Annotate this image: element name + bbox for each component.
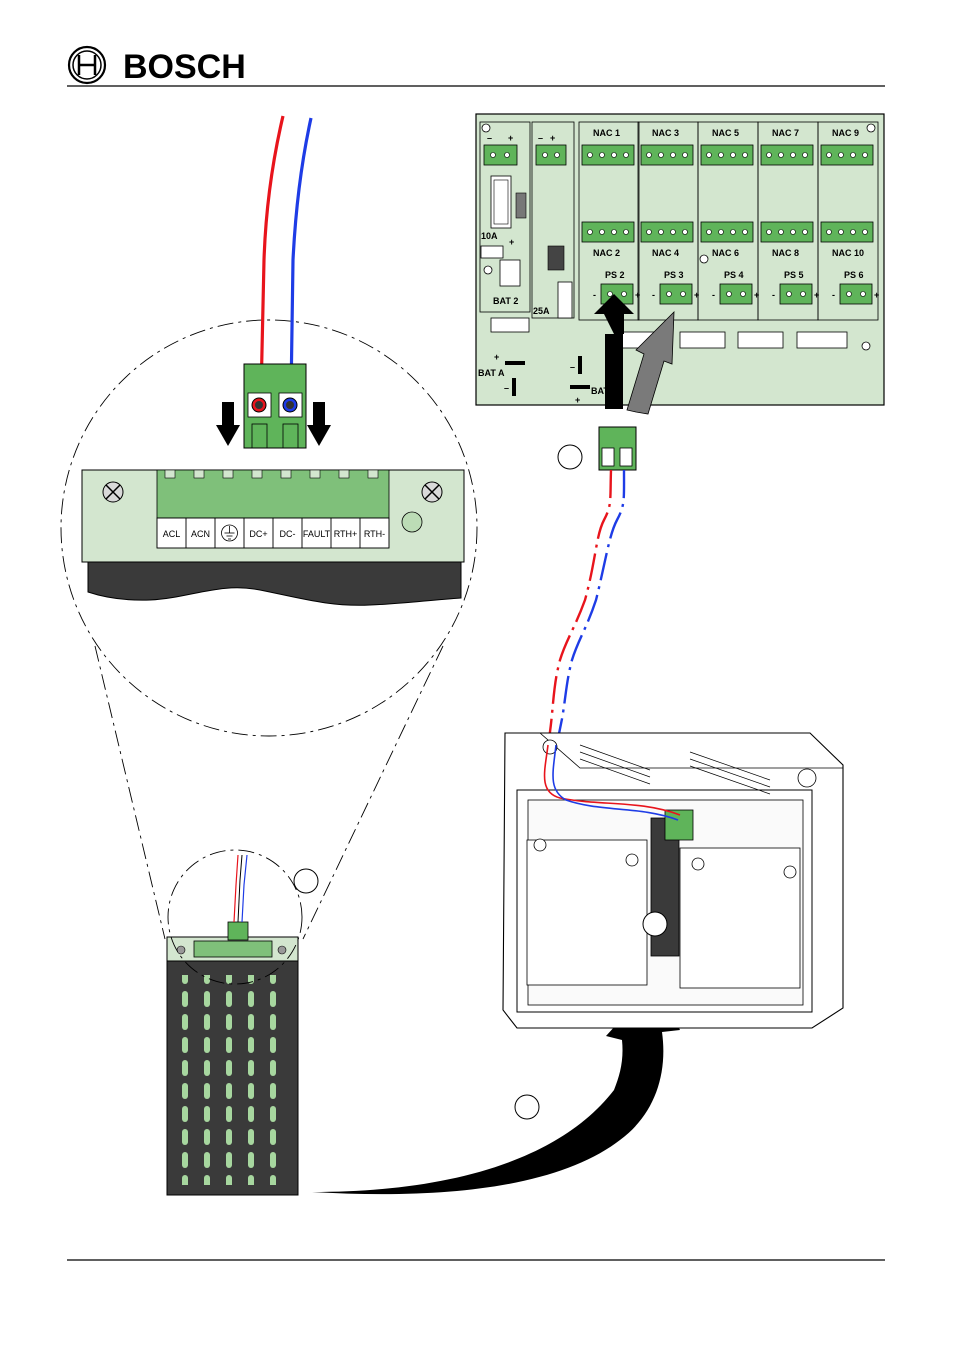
svg-text:-: - [832, 290, 835, 300]
led-indicator [402, 512, 422, 532]
svg-text:+: + [494, 352, 499, 362]
svg-text:+: + [508, 133, 513, 143]
ps-label: PS 2 [605, 270, 625, 280]
nac-top-label: NAC 1 [593, 128, 620, 138]
nac-bottom-connector [821, 222, 873, 242]
svg-text:+: + [509, 237, 514, 247]
svg-text:+: + [694, 290, 699, 300]
nac-top-connector [582, 145, 634, 165]
svg-text:-: - [593, 290, 596, 300]
terminal-plug [244, 364, 306, 448]
nac-bottom-label: NAC 4 [652, 248, 679, 258]
terminal-label: DC+ [249, 529, 267, 539]
nac-bottom-connector [582, 222, 634, 242]
terminal-label: RTH+ [334, 529, 358, 539]
terminal-label: ACN [191, 529, 210, 539]
step-marker-4 [643, 912, 667, 936]
enclosure [503, 733, 843, 1028]
down-arrow-left [216, 402, 240, 446]
bat2-label: BAT 2 [493, 296, 518, 306]
connector-plug [599, 427, 636, 470]
svg-text:-: - [712, 290, 715, 300]
nac-bottom-connector [761, 222, 813, 242]
step-marker-1 [558, 445, 582, 469]
svg-text:+: + [754, 290, 759, 300]
down-arrow-right [307, 402, 331, 446]
brand-wordmark: BOSCH [123, 48, 246, 86]
nac-top-label: NAC 5 [712, 128, 739, 138]
ps-connector [720, 284, 752, 304]
fuse-10a-label: 10A [481, 231, 498, 241]
cable-positive-dashed [548, 470, 611, 745]
nac-bottom-connector [641, 222, 693, 242]
header: BOSCH [67, 47, 885, 86]
ps-label: PS 3 [664, 270, 684, 280]
nac-top-label: NAC 7 [772, 128, 799, 138]
ps-connector [660, 284, 692, 304]
svg-text:–: – [504, 383, 509, 393]
svg-text:+: + [550, 133, 555, 143]
ps-label: PS 5 [784, 270, 804, 280]
step-marker-3 [515, 1095, 539, 1119]
screw-left-icon [103, 482, 123, 502]
screw-right-icon [422, 482, 442, 502]
svg-text:+: + [874, 290, 879, 300]
nac-top-connector [701, 145, 753, 165]
nac-bottom-label: NAC 2 [593, 248, 620, 258]
nac-bottom-label: NAC 6 [712, 248, 739, 258]
ps-label: PS 4 [724, 270, 744, 280]
wire-negative [291, 118, 311, 396]
nac-bottom-connector [701, 222, 753, 242]
svg-text:–: – [487, 133, 492, 143]
terminal-label: FAULT [303, 529, 331, 539]
ps-label: PS 6 [844, 270, 864, 280]
bat-a-label: BAT A [478, 368, 505, 378]
ps-connector [780, 284, 812, 304]
terminal-label: DC- [280, 529, 296, 539]
svg-text:–: – [570, 362, 575, 372]
terminal-label: ACL [163, 529, 181, 539]
svg-text:–: – [538, 133, 543, 143]
nac-top-label: NAC 3 [652, 128, 679, 138]
terminal-label: RTH- [364, 529, 385, 539]
nac-bottom-label: NAC 10 [832, 248, 864, 258]
cable-negative-dashed [556, 470, 624, 745]
nac-top-label: NAC 9 [832, 128, 859, 138]
step-marker-2 [294, 869, 318, 893]
svg-text:+: + [575, 395, 580, 405]
fuse-25a-label: 25A [533, 306, 550, 316]
bosch-armature-logo-icon [69, 47, 105, 83]
nac-bottom-label: NAC 8 [772, 248, 799, 258]
ventilation-slots [172, 975, 292, 1185]
nac-top-connector [821, 145, 873, 165]
psu-unit [167, 850, 302, 1195]
svg-text:-: - [772, 290, 775, 300]
nac-top-connector [761, 145, 813, 165]
svg-text:-: - [652, 290, 655, 300]
nac-top-connector [641, 145, 693, 165]
ps-connector [840, 284, 872, 304]
wire-positive [261, 116, 283, 396]
svg-text:+: + [814, 290, 819, 300]
